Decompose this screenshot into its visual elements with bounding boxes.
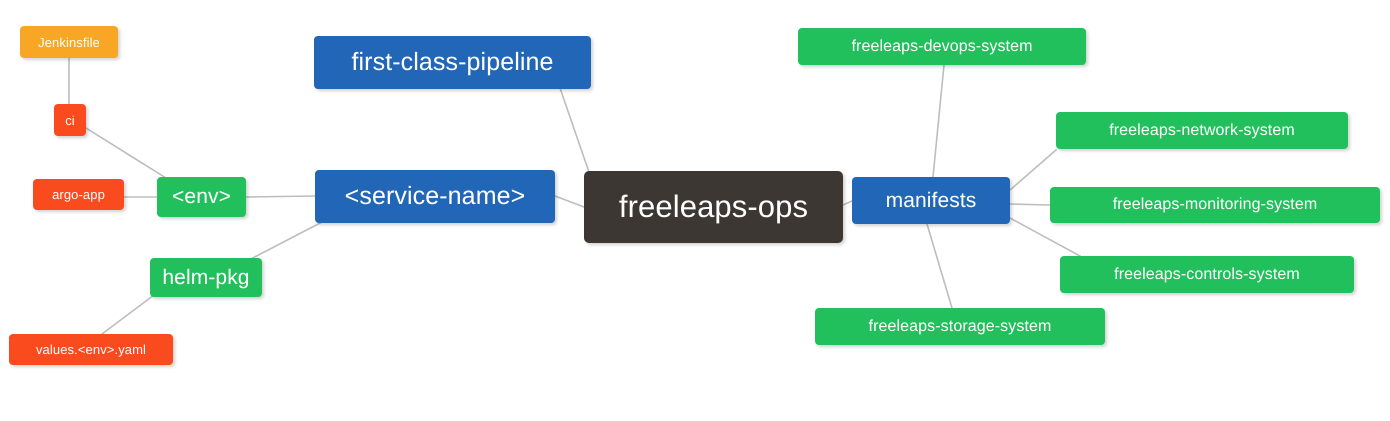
edge-helm-pkg-to-values-env-yaml xyxy=(101,291,159,335)
node-label: argo-app xyxy=(52,187,105,202)
edge-service-name-to-env xyxy=(245,195,316,198)
node-label: freeleaps-devops-system xyxy=(851,37,1033,55)
edge-freeleaps-ops-to-manifests xyxy=(842,200,853,206)
node-label: freeleaps-monitoring-system xyxy=(1112,196,1318,213)
node-label: freeleaps-ops xyxy=(618,189,809,224)
node-ci[interactable]: ci xyxy=(54,104,86,136)
node-manifests[interactable]: manifests xyxy=(852,177,1010,224)
node-argo-app[interactable]: argo-app xyxy=(33,179,124,210)
node-label: first-class-pipeline xyxy=(351,48,554,76)
node-env[interactable]: <env> xyxy=(157,177,246,217)
node-label: ci xyxy=(65,112,75,128)
node-freeleaps-ops[interactable]: freeleaps-ops xyxy=(584,171,843,243)
edge-manifests-to-freeleaps-network-system xyxy=(1009,149,1057,191)
edge-manifests-to-freeleaps-monitoring-system xyxy=(1009,203,1051,206)
node-freeleaps-monitoring-system[interactable]: freeleaps-monitoring-system xyxy=(1050,187,1380,223)
node-service-name[interactable]: <service-name> xyxy=(315,170,555,223)
node-label: <env> xyxy=(172,185,231,208)
node-freeleaps-storage-system[interactable]: freeleaps-storage-system xyxy=(815,308,1105,345)
edge-freeleaps-ops-to-service-name xyxy=(554,195,585,208)
node-label: <service-name> xyxy=(344,182,526,210)
node-label: Jenkinsfile xyxy=(38,34,100,50)
edge-manifests-to-freeleaps-controls-system xyxy=(1009,217,1081,257)
node-helm-pkg[interactable]: helm-pkg xyxy=(150,258,262,297)
node-label: helm-pkg xyxy=(162,265,250,289)
node-label: freeleaps-controls-system xyxy=(1114,265,1300,283)
node-values-env-yaml[interactable]: values.<env>.yaml xyxy=(9,334,173,365)
edge-env-to-ci xyxy=(85,127,167,179)
edge-manifests-to-freeleaps-storage-system xyxy=(926,223,953,309)
edge-service-name-to-helm-pkg xyxy=(244,221,323,263)
edge-manifests-to-freeleaps-devops-system xyxy=(932,64,945,178)
edge-freeleaps-ops-to-first-class-pipeline xyxy=(559,87,591,176)
node-label: values.<env>.yaml xyxy=(35,342,147,357)
node-label: freeleaps-network-system xyxy=(1109,121,1295,139)
node-label: freeleaps-storage-system xyxy=(868,317,1052,335)
node-freeleaps-controls-system[interactable]: freeleaps-controls-system xyxy=(1060,256,1354,293)
node-label: manifests xyxy=(885,188,977,212)
node-first-class-pipeline[interactable]: first-class-pipeline xyxy=(314,36,591,89)
node-freeleaps-network-system[interactable]: freeleaps-network-system xyxy=(1056,112,1348,149)
node-freeleaps-devops-system[interactable]: freeleaps-devops-system xyxy=(798,28,1086,65)
node-jenkinsfile[interactable]: Jenkinsfile xyxy=(20,26,118,58)
